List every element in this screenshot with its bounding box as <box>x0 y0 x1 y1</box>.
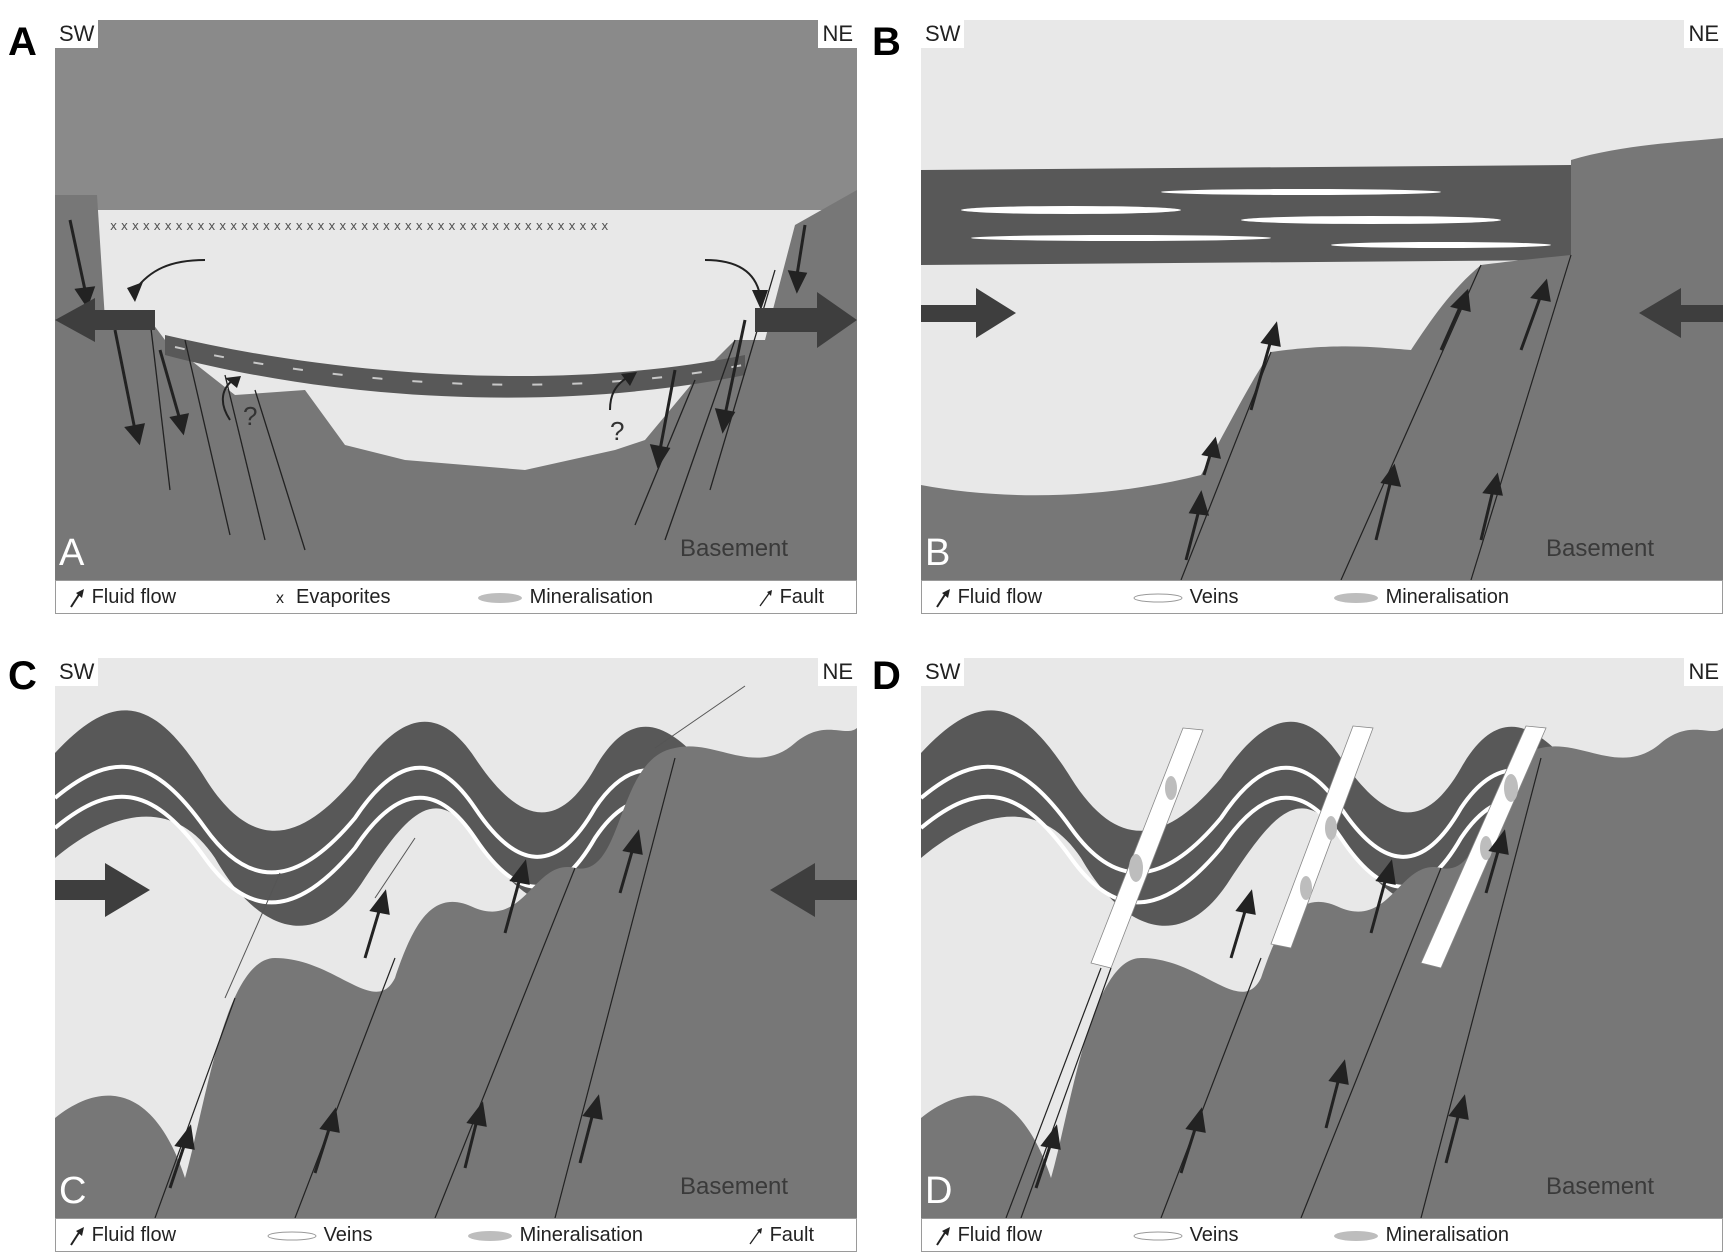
legend-fault: Fault <box>746 1222 814 1248</box>
inner-letter-b: B <box>925 532 951 574</box>
extension-arrow-right <box>755 292 857 348</box>
legend-fluid-flow: Fluid flow <box>934 584 1042 610</box>
legend-c: Fluid flow Veins Mineralisation Fault <box>55 1218 857 1252</box>
legend-mineralisation: Mineralisation <box>1332 584 1509 610</box>
legend-fault: Fault <box>756 584 824 610</box>
legend-fluid-flow: Fluid flow <box>68 1222 176 1248</box>
veins-icon <box>1133 593 1183 603</box>
label-basement: Basement <box>1546 535 1655 562</box>
compression-arrow-left <box>921 288 1016 338</box>
label-basement: Basement <box>680 535 789 562</box>
fluid-flow-icon <box>70 588 84 608</box>
panel-letter-c: C <box>8 654 37 698</box>
label-sw: SW <box>55 658 99 686</box>
label-ne: NE <box>818 20 857 48</box>
label-ne: NE <box>818 658 857 686</box>
compression-arrow-left <box>55 863 150 917</box>
legend-fluid-flow: Fluid flow <box>934 1222 1042 1248</box>
label-ne: NE <box>1684 658 1723 686</box>
evaporite-marks: x x x x x x x x x x x x x x x x x x x x … <box>110 219 608 233</box>
panel-d-cross-section <box>921 658 1723 1218</box>
label-sw: SW <box>921 658 965 686</box>
legend-veins: Veins <box>266 1222 373 1248</box>
mineralisation-icon <box>478 592 522 603</box>
fluid-flow-icon <box>936 1226 950 1246</box>
panel-c-diagram: SW NE Basement C <box>55 658 857 1218</box>
compression-arrow-right <box>1639 288 1723 338</box>
fault-icon <box>759 589 772 607</box>
mineralisation-icon <box>1334 1230 1378 1241</box>
panel-b-cross-section <box>921 20 1723 580</box>
legend-b: Fluid flow Veins Mineralisation <box>921 580 1723 614</box>
panel-b-diagram: SW NE Basement B <box>921 20 1723 580</box>
legend-veins: Veins <box>1132 584 1239 610</box>
inner-letter-d: D <box>925 1170 953 1212</box>
panel-d-diagram: SW NE Basement D <box>921 658 1723 1218</box>
inner-letter-c: C <box>59 1170 87 1212</box>
question-mark-right: ? <box>610 416 624 446</box>
legend-d: Fluid flow Veins Mineralisation <box>921 1218 1723 1252</box>
panel-letter-b: B <box>872 20 901 64</box>
veins-icon <box>267 1231 317 1241</box>
panel-letter-a: A <box>8 20 37 64</box>
label-ne: NE <box>1684 20 1723 48</box>
legend-veins: Veins <box>1132 1222 1239 1248</box>
panel-c-cross-section <box>55 658 857 1218</box>
legend-mineralisation: Mineralisation <box>1332 1222 1509 1248</box>
label-basement: Basement <box>1546 1173 1655 1200</box>
legend-mineralisation: Mineralisation <box>466 1222 643 1248</box>
mineralisation-icon <box>1334 592 1378 603</box>
legend-mineralisation: Mineralisation <box>476 584 653 610</box>
label-sw: SW <box>921 20 965 48</box>
inner-letter-a: A <box>59 532 85 574</box>
vein-band <box>1270 725 1374 949</box>
compression-arrow-right <box>770 863 857 917</box>
fluid-flow-icon <box>70 1226 84 1246</box>
question-mark-left: ? <box>243 401 257 431</box>
legend-fluid-flow: Fluid flow <box>68 584 176 610</box>
veins-icon <box>1133 1231 1183 1241</box>
panel-a-cross-section: x x x x x x x x x x x x x x x x x x x x … <box>55 20 857 580</box>
label-sw: SW <box>55 20 99 48</box>
mineralisation-icon <box>468 1230 512 1241</box>
fault-icon <box>749 1227 762 1245</box>
panel-letter-d: D <box>872 654 901 698</box>
fluid-flow-icon <box>936 588 950 608</box>
extension-arrow-left <box>55 298 155 342</box>
panel-a-diagram: x x x x x x x x x x x x x x x x x x x x … <box>55 20 857 580</box>
label-basement: Basement <box>680 1173 789 1200</box>
